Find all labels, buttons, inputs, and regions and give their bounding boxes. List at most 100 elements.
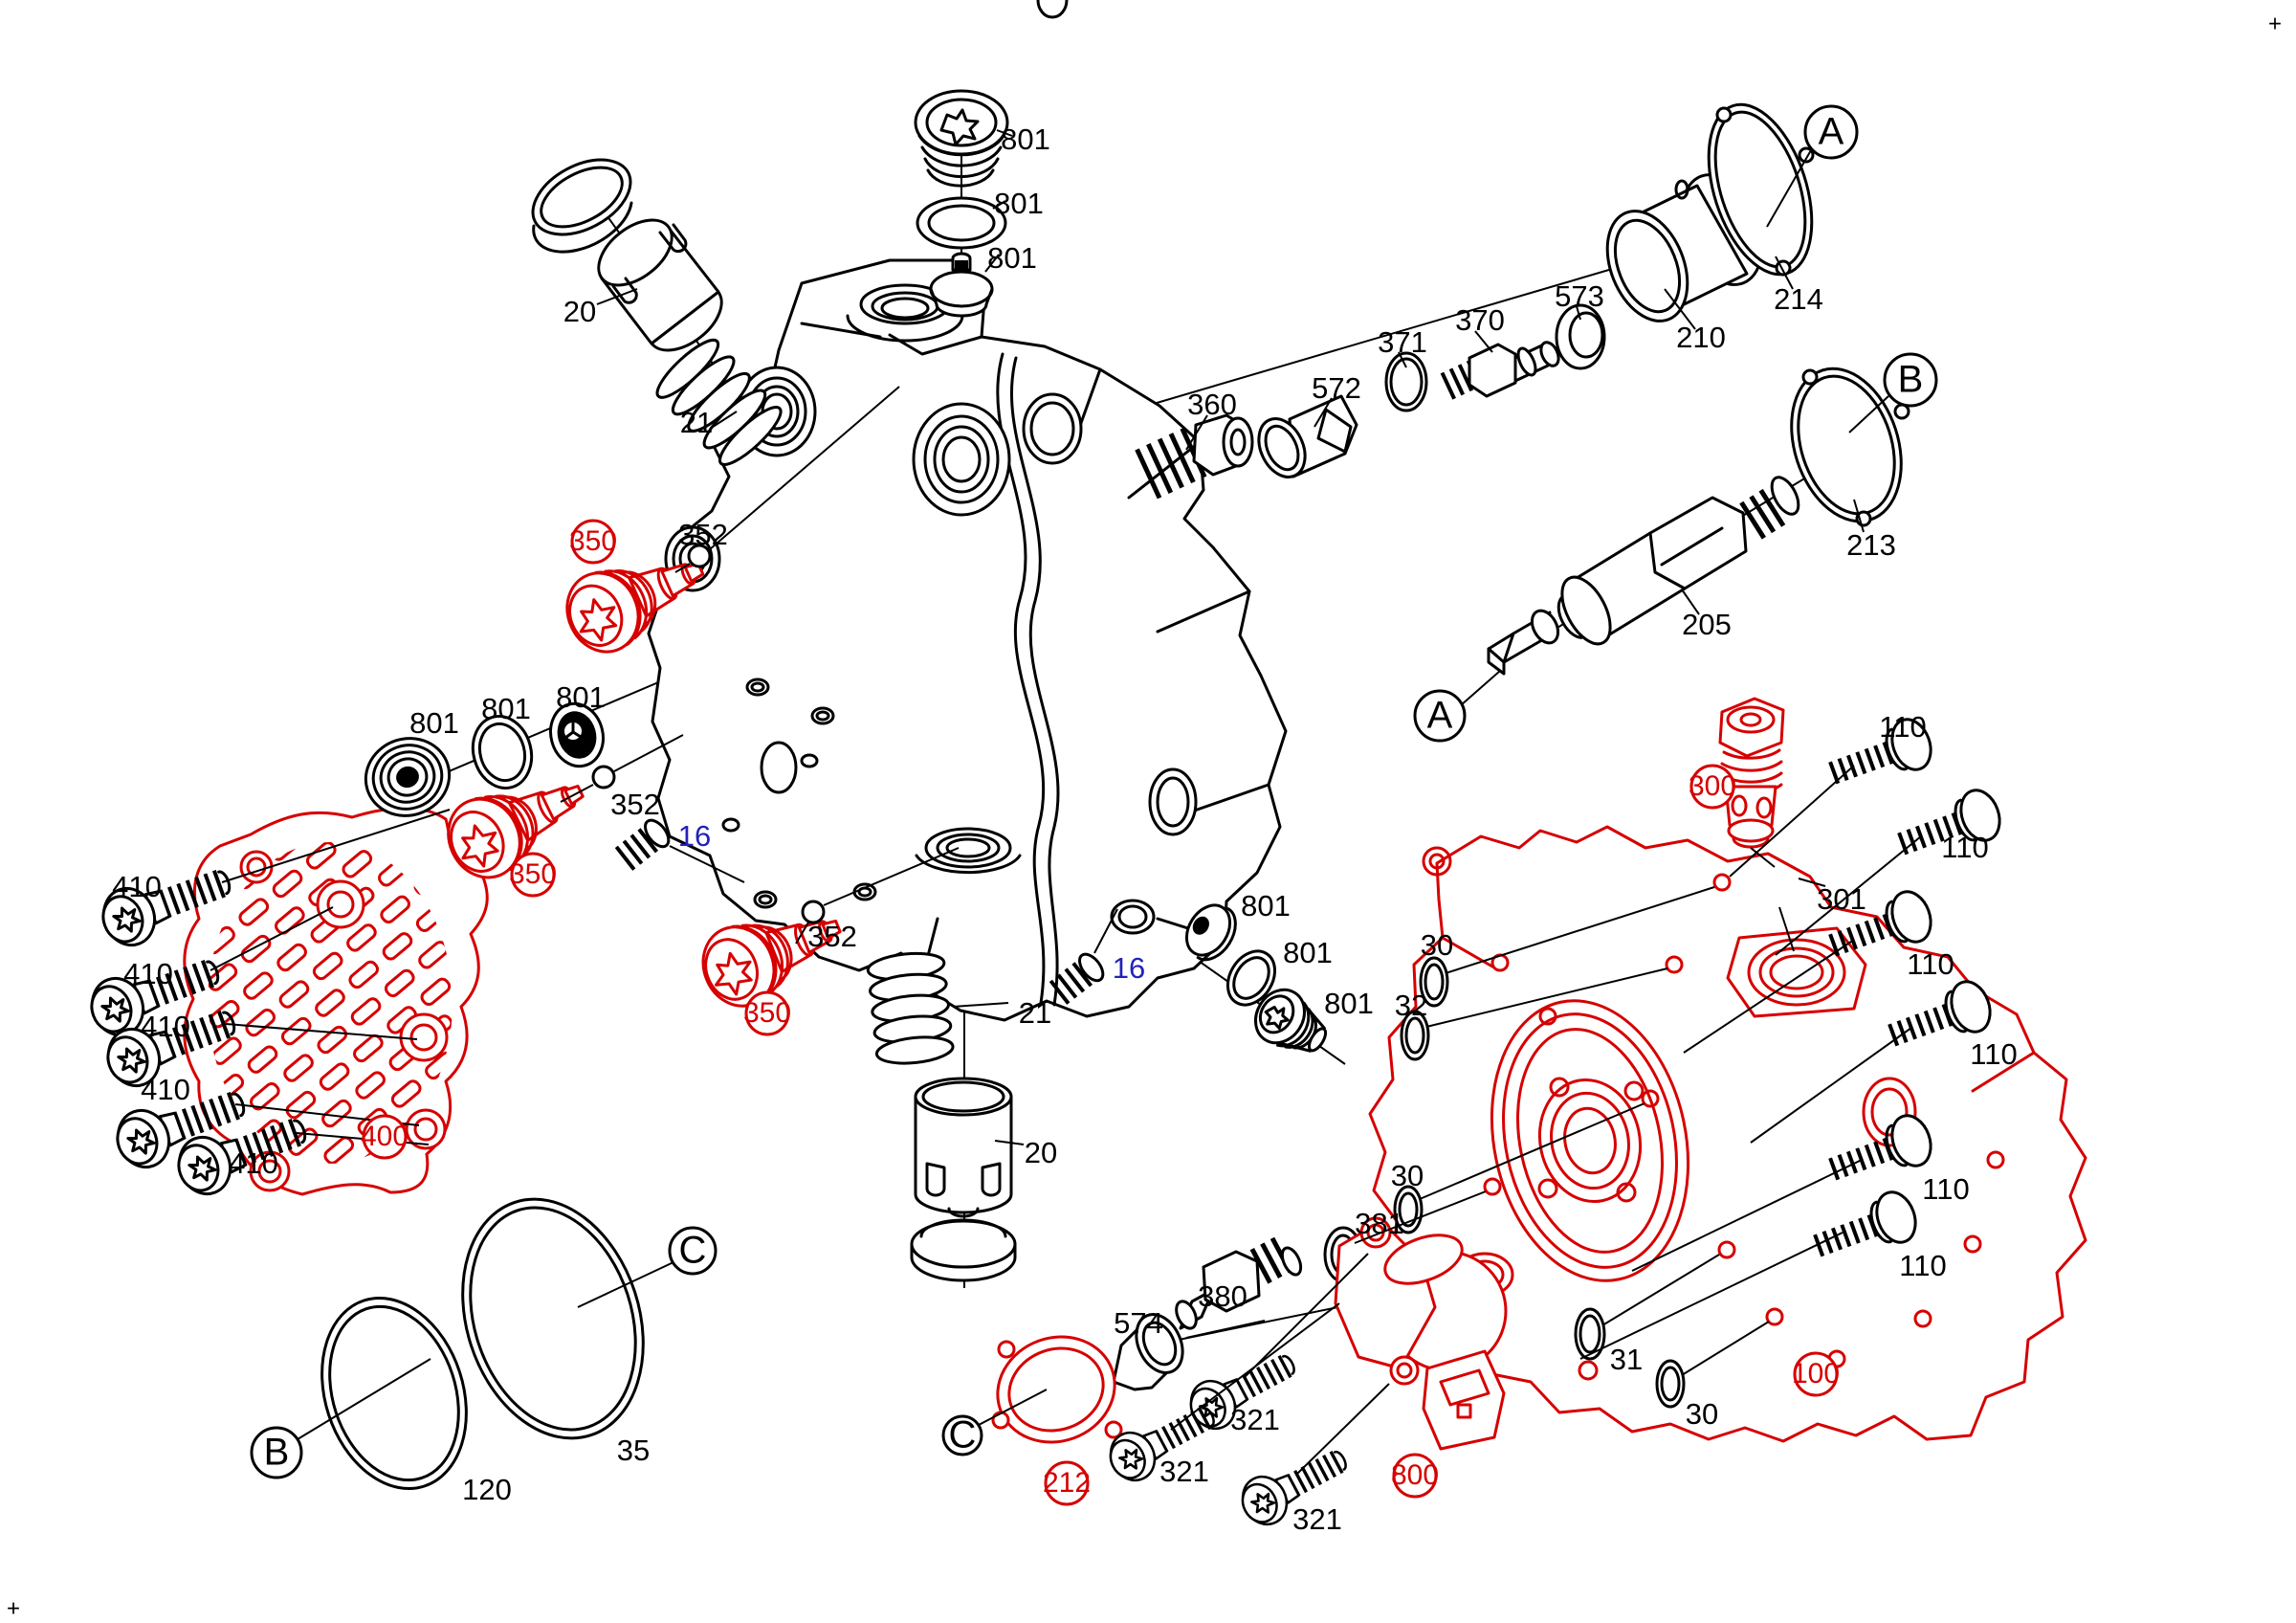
pressure-valve-205 [1487, 476, 1800, 676]
o-ring-801-left [471, 714, 534, 790]
part-label-352: 352 [678, 518, 728, 551]
part-label-110: 110 [1907, 947, 1954, 981]
part-label-360: 360 [1187, 388, 1237, 421]
svg-text:C: C [949, 1414, 977, 1456]
svg-text:300: 300 [1689, 770, 1736, 802]
circled-letter-B: B [1883, 352, 1938, 408]
overflow-valve-300 [1718, 697, 1785, 849]
cam-disc-20 [531, 158, 633, 254]
part-label-801: 801 [1283, 936, 1333, 969]
gasket-213 [1790, 367, 1910, 527]
part-label-30: 30 [1421, 928, 1453, 962]
part-label-801: 801 [987, 241, 1037, 275]
part-label-110: 110 [1922, 1172, 1969, 1206]
svg-text:B: B [1898, 359, 1924, 401]
svg-text:350: 350 [569, 525, 617, 557]
metering-unit-800 [1334, 1216, 1508, 1451]
part-label-573: 573 [1555, 279, 1604, 313]
part-label-352: 352 [610, 788, 660, 821]
part-label-410: 410 [141, 1010, 190, 1043]
bushing-574 [1112, 1313, 1184, 1391]
part-label-801: 801 [481, 692, 531, 725]
part-label-20: 20 [1025, 1136, 1057, 1169]
o-ring-30-a [1419, 956, 1449, 1008]
svg-text:B: B [264, 1432, 290, 1474]
screw-plug-801-top [914, 89, 1009, 188]
svg-text:350: 350 [743, 997, 791, 1029]
o-ring-801-right [1225, 949, 1277, 1007]
part-label-410: 410 [123, 957, 173, 990]
part-label-410: 410 [229, 1146, 278, 1180]
corner-marks: ++ [7, 11, 2282, 1621]
part-label-120: 120 [462, 1473, 512, 1506]
fitting-380 [1175, 1234, 1303, 1330]
part-label-380: 380 [1198, 1279, 1247, 1313]
ball-352-a [687, 544, 712, 568]
part-label-213: 213 [1846, 528, 1896, 562]
part-label-410: 410 [141, 1073, 190, 1106]
part-label-21: 21 [1019, 996, 1051, 1030]
ball-352-c [801, 900, 826, 924]
svg-text:212: 212 [1043, 1467, 1091, 1499]
o-ring-35 [461, 1197, 645, 1440]
circled-number-350: 350 [743, 990, 791, 1036]
fitting-370 [1440, 341, 1560, 400]
circled-number-212: 212 [1043, 1460, 1091, 1506]
ball-352-b [591, 765, 616, 789]
part-label-110: 110 [1879, 710, 1926, 744]
part-label-371: 371 [1378, 325, 1427, 359]
part-label-214: 214 [1774, 282, 1823, 316]
seal-ring-801-top [916, 196, 1007, 250]
svg-text:100: 100 [1792, 1358, 1840, 1390]
circled-letter-C: C [668, 1226, 718, 1276]
part-label-16: 16 [1113, 951, 1145, 985]
o-ring-371 [1384, 351, 1428, 412]
gasket-214 [1707, 102, 1815, 277]
o-ring-30-c [1655, 1359, 1686, 1409]
part-label-205: 205 [1682, 608, 1732, 641]
part-label-110: 110 [1970, 1037, 2017, 1071]
circled-letter-B: B [250, 1426, 303, 1479]
flange-cover-400 [183, 806, 489, 1196]
part-label-801: 801 [1241, 889, 1291, 923]
part-label-110: 110 [1941, 831, 1988, 864]
spring-21-topleft [655, 338, 783, 466]
part-label-32: 32 [1395, 989, 1427, 1022]
spring-21-center [866, 951, 955, 1065]
gasket-212 [991, 1335, 1123, 1444]
part-label-35: 35 [617, 1434, 650, 1467]
part-label-801: 801 [556, 680, 606, 714]
valve-piece-572 [1257, 394, 1358, 478]
circled-number-300: 300 [1689, 764, 1736, 810]
part-label-16: 16 [678, 819, 711, 853]
svg-text:350: 350 [509, 858, 557, 890]
registration-mark: + [2268, 11, 2282, 36]
part-label-381: 381 [1355, 1207, 1404, 1240]
shim-disc-bottom [910, 1218, 1017, 1282]
piston-20 [597, 218, 723, 352]
valve-801-right [1184, 903, 1237, 962]
svg-text:800: 800 [1391, 1459, 1439, 1491]
circled-letter-C: C [941, 1414, 983, 1456]
part-label-30: 30 [1391, 1159, 1424, 1192]
fitting-360 [1135, 413, 1254, 500]
part-label-410: 410 [112, 870, 162, 903]
svg-text:400: 400 [361, 1121, 408, 1152]
part-label-31: 31 [1610, 1343, 1643, 1376]
o-ring-32 [1400, 1010, 1430, 1061]
part-label-210: 210 [1676, 321, 1726, 354]
valve-801-left [549, 701, 605, 768]
leader-lines [210, 129, 1922, 1475]
part-label-21: 21 [680, 406, 713, 439]
part-label-321: 321 [1292, 1502, 1342, 1536]
part-label-801: 801 [409, 706, 459, 740]
circled-number-400: 400 [361, 1114, 408, 1160]
circled-number-350: 350 [509, 852, 557, 898]
svg-text:C: C [679, 1230, 707, 1272]
part-label-110: 110 [1899, 1249, 1946, 1282]
svg-text:A: A [1819, 111, 1844, 153]
o-ring-31 [1574, 1307, 1606, 1361]
